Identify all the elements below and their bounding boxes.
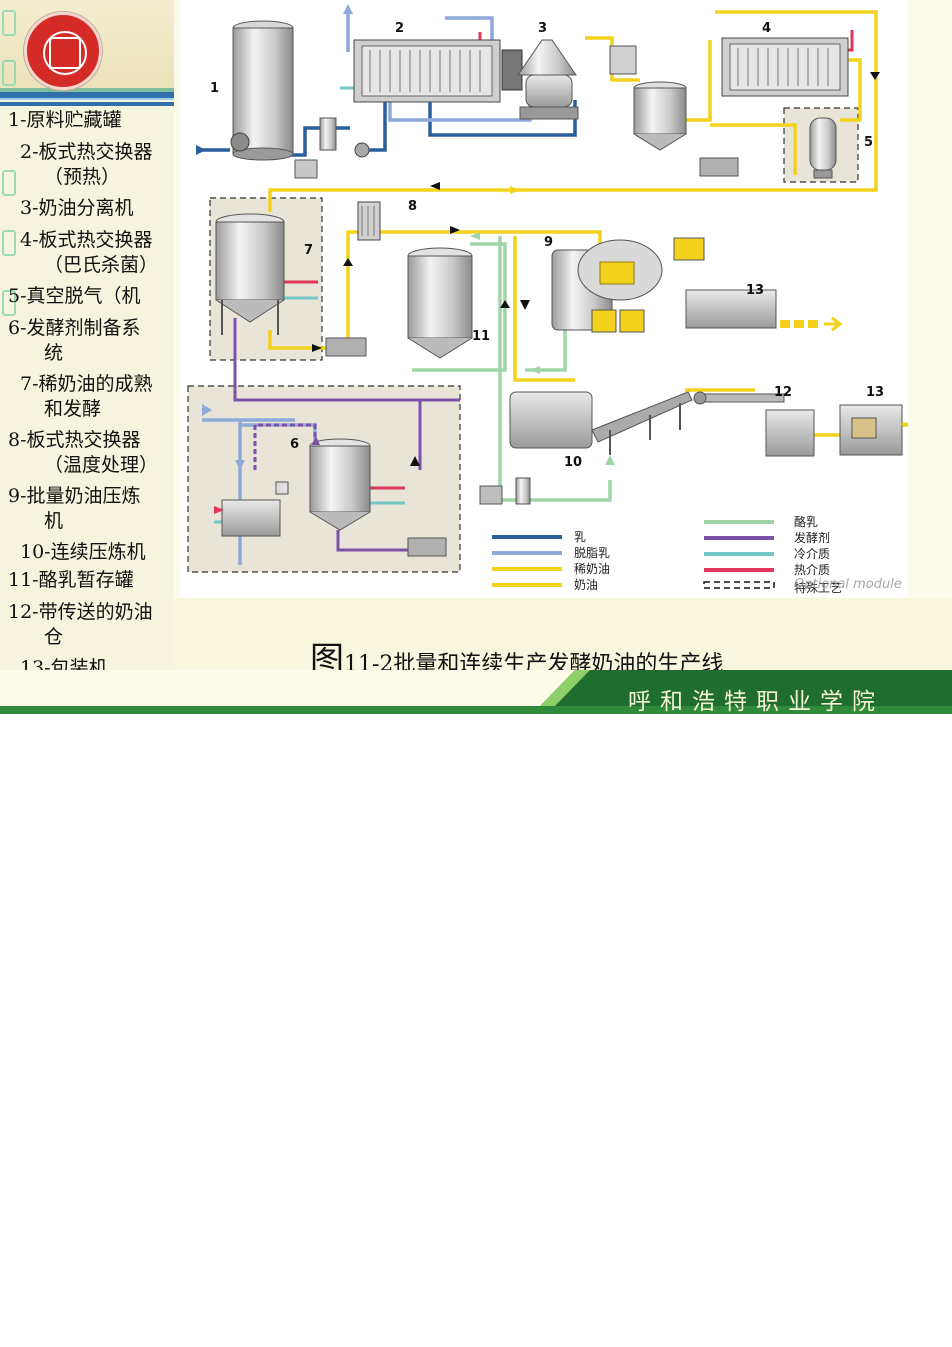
legend-item-title: 12-带传送的奶油 — [8, 601, 153, 623]
label-number-11: 11 — [472, 329, 490, 344]
label-number-10: 10 — [564, 455, 582, 470]
cream-buffer-tank — [633, 81, 739, 177]
butter-silo-with-conveyor — [693, 391, 815, 457]
slide: 1-原料贮藏罐 2-板式热交换器 （预热） 3-奶油分离机 4-板式热交换器 （巴氏杀菌）… — [0, 0, 952, 714]
buttermilk-storage-tank — [407, 247, 473, 359]
legend-item-title: 10-连续压炼机 — [20, 541, 146, 563]
institution-name: 呼和浩特职业学院 — [628, 689, 884, 714]
batch-churn — [551, 239, 663, 333]
legend-item-title: 1-原料贮藏罐 — [8, 109, 122, 131]
legend-item-continuation: 和发酵 — [44, 398, 102, 420]
legend-label-cold-medium: 冷介质 — [794, 547, 830, 561]
cream-separator — [517, 39, 637, 120]
legend-item-continuation: （预热） — [44, 166, 121, 188]
legend-item-title: 4-板式热交换器 — [20, 229, 153, 251]
watermark-text: Optional module — [794, 577, 902, 592]
sidebar-panel: 1-原料贮藏罐 2-板式热交换器 （预热） 3-奶油分离机 4-板式热交换器 （巴氏杀菌）… — [0, 0, 174, 714]
decorative-tab — [2, 290, 16, 316]
legend-label-skim-milk: 脱脂乳 — [574, 545, 610, 560]
label-number-2: 2 — [395, 21, 404, 36]
line-type-legend: 乳 脱脂乳 稀奶油 奶油 酪乳 发酵剂 冷介质 热介质 特殊工艺 Optiona… — [492, 514, 902, 595]
legend-item-title: 7-稀奶油的成熟 — [20, 373, 153, 395]
legend-item-title: 3-奶油分离机 — [20, 197, 134, 219]
decorative-tab — [2, 170, 16, 196]
legend-item: 2-板式热交换器 （预热） — [0, 140, 174, 190]
legend-item: 10-连续压炼机 — [0, 540, 174, 565]
legend-item: 4-板式热交换器 （巴氏杀菌） — [0, 228, 174, 278]
footer-banner — [0, 670, 952, 714]
legend-item: 5-真空脱气（机 — [0, 284, 174, 309]
small-vessel — [294, 117, 370, 179]
legend-label-butter: 奶油 — [574, 578, 598, 592]
logo-ring — [43, 31, 87, 75]
plate-heat-exchanger-pasteurize — [721, 37, 849, 97]
legend-item-continuation: （巴氏杀菌） — [44, 254, 159, 276]
packaging-machine-lower — [839, 404, 908, 456]
legend-item-title: 6-发酵剂制备系 — [8, 317, 141, 339]
plate-heat-exchanger-preheat — [353, 39, 523, 103]
legend-item: 12-带传送的奶油仓 — [0, 600, 174, 650]
legend-swatch-special-process — [703, 581, 775, 589]
legend-item-title: 9-批量奶油压炼 — [8, 485, 141, 507]
legend-item-continuation: 统 — [44, 342, 64, 364]
decorative-tab — [2, 230, 16, 256]
label-number-13-upper: 13 — [746, 283, 764, 298]
packaging-machine-upper — [673, 237, 843, 332]
label-number-9: 9 — [544, 235, 553, 250]
legend-item-continuation: 机 — [44, 510, 64, 532]
legend-item: 1-原料贮藏罐 — [0, 108, 174, 133]
legend-item-title: 2-板式热交换器 — [20, 141, 153, 163]
legend-item: 8-板式热交换器 （温度处理） — [0, 428, 174, 478]
legend-item: 3-奶油分离机 — [0, 196, 174, 221]
legend-label-hot-medium: 热介质 — [794, 563, 830, 577]
sidebar-stripe — [0, 92, 174, 98]
legend-item: 9-批量奶油压炼机 — [0, 484, 174, 534]
decorative-tab — [2, 10, 16, 36]
label-number-5: 5 — [864, 135, 873, 150]
legend-label-starter: 发酵剂 — [794, 530, 830, 545]
label-number-13-lower: 13 — [866, 385, 884, 400]
label-number-7: 7 — [304, 243, 313, 258]
legend-label-cream: 稀奶油 — [574, 562, 610, 576]
flow-arrows — [196, 4, 880, 514]
sidebar-stripe — [0, 102, 174, 106]
label-number-1: 1 — [210, 81, 219, 96]
plate-heat-exchanger-temperature — [357, 201, 381, 241]
caption-area — [174, 598, 952, 670]
label-number-6: 6 — [290, 437, 299, 452]
starter-preparation-system — [221, 438, 447, 557]
label-number-3: 3 — [538, 21, 547, 36]
sidebar-stripe — [0, 88, 174, 92]
legend-item-continuation: （温度处理） — [44, 454, 159, 476]
starter-pipes — [233, 318, 460, 552]
label-number-12: 12 — [774, 385, 792, 400]
college-logo — [24, 12, 102, 90]
cream-ripening-tank — [215, 213, 367, 357]
legend-item-title: 5-真空脱气（机 — [8, 285, 141, 307]
legend-item-continuation: 仓 — [44, 626, 64, 648]
legend-item: 6-发酵剂制备系统 — [0, 316, 174, 366]
legend-label-milk: 乳 — [574, 530, 586, 544]
sidebar-stripe — [0, 98, 174, 100]
legend-item-title: 8-板式热交换器 — [8, 429, 141, 451]
raw-milk-tank — [230, 20, 294, 161]
vacuum-deaerator — [809, 117, 837, 179]
label-number-4: 4 — [762, 21, 771, 36]
legend-item: 7-稀奶油的成熟和发酵 — [0, 372, 174, 422]
legend-item-title: 11-酪乳暂存罐 — [8, 569, 134, 591]
legend-label-buttermilk: 酪乳 — [794, 514, 818, 529]
continuous-butter-maker — [479, 391, 693, 505]
logo-seal — [49, 37, 81, 69]
decorative-tab — [2, 60, 16, 86]
production-line-diagram: 1 2 3 4 5 6 7 8 9 10 11 12 13 13 — [180, 0, 908, 598]
legend-label-special-process: 特殊工艺 — [794, 580, 842, 595]
label-number-8: 8 — [408, 199, 417, 214]
legend-item: 11-酪乳暂存罐 — [0, 568, 174, 593]
